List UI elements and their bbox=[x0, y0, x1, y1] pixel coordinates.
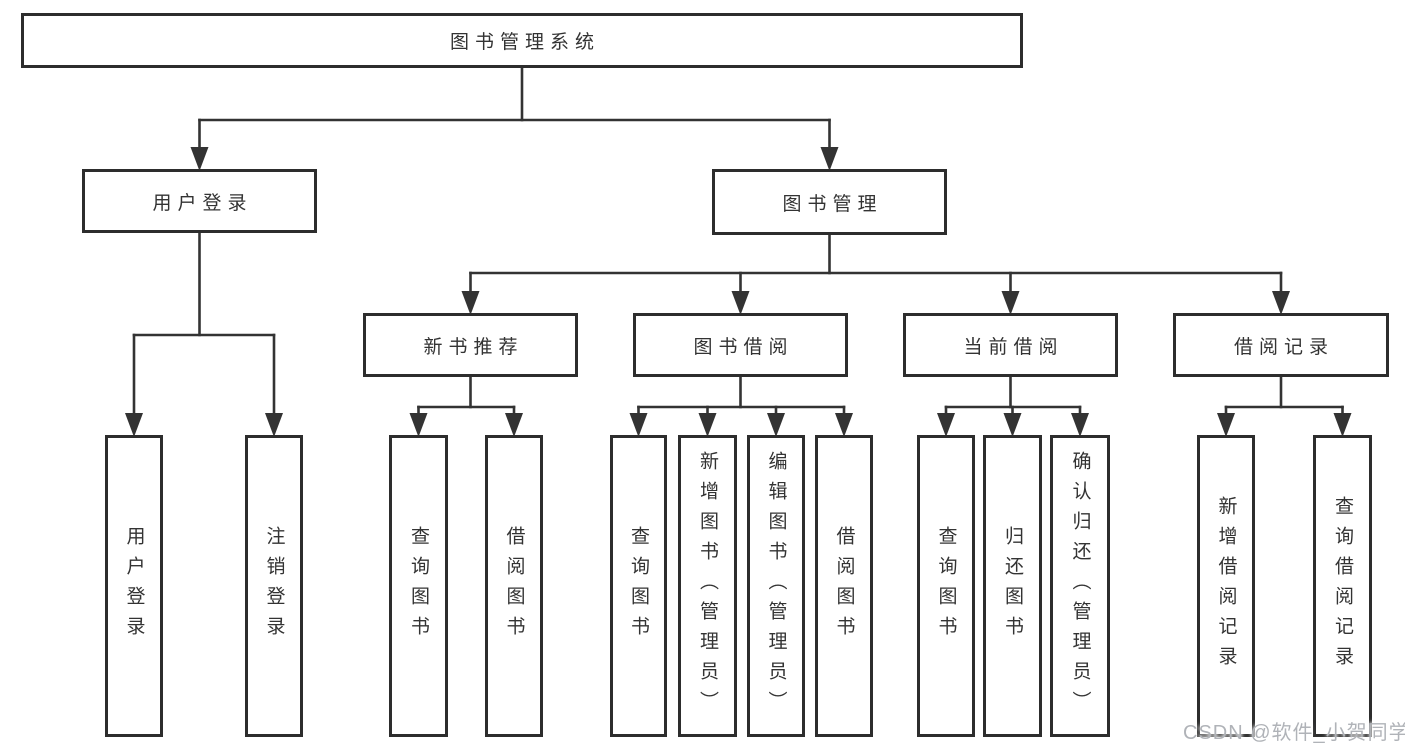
node-label-logout: 注销登录 bbox=[263, 526, 285, 646]
arrow-head-icon bbox=[125, 413, 143, 437]
node-label-new-book-rec: 新书推荐 bbox=[423, 336, 524, 358]
node-label-root: 图书管理系统 bbox=[449, 32, 600, 53]
arrow-head-icon bbox=[1272, 291, 1290, 315]
arrow-head-icon bbox=[1003, 413, 1022, 437]
node-rec-borrow-books: 借阅图书 bbox=[485, 435, 543, 737]
arrow-head-icon bbox=[1217, 413, 1235, 437]
arrow-head-icon bbox=[190, 147, 209, 171]
node-label-book-mgmt: 图书管理 bbox=[782, 193, 883, 215]
node-rec-query-books: 查询图书 bbox=[389, 435, 448, 737]
node-br-query-record: 查询借阅记录 bbox=[1313, 435, 1372, 737]
node-label-bb-edit-books: 编辑图书（管理员） bbox=[765, 451, 787, 721]
node-cb-confirm-return: 确认归还（管理员） bbox=[1050, 435, 1110, 737]
node-label-cb-query-books: 查询图书 bbox=[935, 526, 957, 646]
node-label-login: 用户登录 bbox=[123, 526, 145, 646]
arrow-head-icon bbox=[1001, 291, 1020, 315]
arrow-head-icon bbox=[937, 413, 955, 437]
arrow-head-icon bbox=[1333, 413, 1352, 437]
node-cb-query-books: 查询图书 bbox=[917, 435, 975, 737]
node-label-br-query-record: 查询借阅记录 bbox=[1332, 496, 1353, 676]
node-borrow-records: 借阅记录 bbox=[1173, 313, 1389, 377]
arrow-head-icon bbox=[1071, 413, 1089, 437]
node-label-bb-add-books: 新增图书（管理员） bbox=[697, 451, 718, 721]
arrow-head-icon bbox=[629, 413, 648, 437]
arrow-head-icon bbox=[835, 413, 853, 437]
node-label-current-borrow: 当前借阅 bbox=[963, 336, 1064, 358]
arrow-head-icon bbox=[461, 291, 480, 315]
arrow-head-icon bbox=[265, 413, 283, 437]
watermark-text: CSDN @软件_小贺同学 bbox=[1183, 722, 1405, 744]
node-bb-add-books: 新增图书（管理员） bbox=[678, 435, 737, 737]
node-current-borrow: 当前借阅 bbox=[903, 313, 1118, 377]
node-label-bb-borrow-books: 借阅图书 bbox=[833, 526, 855, 646]
node-br-add-record: 新增借阅记录 bbox=[1197, 435, 1255, 737]
node-cb-return-books: 归还图书 bbox=[983, 435, 1042, 737]
arrow-head-icon bbox=[767, 413, 785, 437]
node-label-cb-confirm-return: 确认归还（管理员） bbox=[1069, 451, 1091, 721]
node-book-borrow: 图书借阅 bbox=[633, 313, 848, 377]
node-label-br-add-record: 新增借阅记录 bbox=[1215, 496, 1237, 676]
node-label-borrow-records: 借阅记录 bbox=[1233, 336, 1334, 358]
node-bb-edit-books: 编辑图书（管理员） bbox=[747, 435, 805, 737]
node-label-rec-query-books: 查询图书 bbox=[408, 526, 429, 646]
node-label-rec-borrow-books: 借阅图书 bbox=[503, 526, 525, 646]
node-logout: 注销登录 bbox=[245, 435, 303, 737]
node-book-mgmt: 图书管理 bbox=[712, 169, 947, 235]
node-login: 用户登录 bbox=[105, 435, 163, 737]
node-label-user-login: 用户登录 bbox=[152, 192, 253, 214]
arrow-head-icon bbox=[820, 147, 839, 171]
node-root: 图书管理系统 bbox=[21, 13, 1023, 68]
arrow-head-icon bbox=[409, 413, 428, 437]
arrow-head-icon bbox=[505, 413, 523, 437]
node-new-book-rec: 新书推荐 bbox=[363, 313, 578, 377]
arrow-head-icon bbox=[698, 413, 717, 437]
node-bb-query-books: 查询图书 bbox=[610, 435, 667, 737]
node-user-login: 用户登录 bbox=[82, 169, 317, 233]
node-label-bb-query-books: 查询图书 bbox=[628, 526, 649, 646]
node-bb-borrow-books: 借阅图书 bbox=[815, 435, 873, 737]
node-label-cb-return-books: 归还图书 bbox=[1002, 526, 1023, 646]
node-label-book-borrow: 图书借阅 bbox=[693, 336, 794, 358]
arrow-head-icon bbox=[731, 291, 750, 315]
